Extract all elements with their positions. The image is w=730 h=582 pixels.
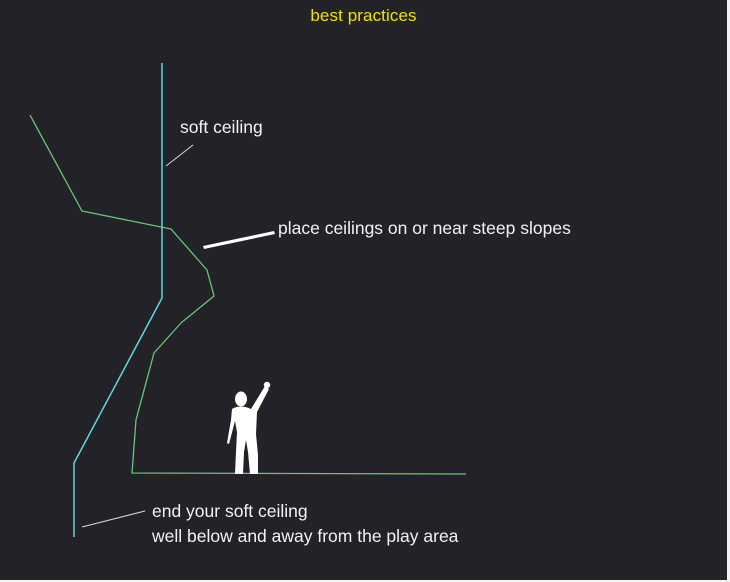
end-ceiling-leader <box>81 510 146 528</box>
player-figure <box>227 381 271 474</box>
right-border <box>727 0 730 582</box>
terrain-slope-line <box>29 114 467 475</box>
end-ceiling-label-line2: well below and away from the play area <box>152 526 459 546</box>
diagram-title: best practices <box>310 6 417 25</box>
soft-ceiling-leader <box>165 144 194 167</box>
steep-slopes-leader <box>203 231 275 249</box>
steep-slopes-label: place ceilings on or near steep slopes <box>278 218 571 238</box>
end-ceiling-label-line1: end your soft ceiling <box>152 501 308 521</box>
bottom-border <box>0 580 730 582</box>
soft-ceiling-label: soft ceiling <box>180 117 263 137</box>
soft-ceiling-line <box>73 63 163 537</box>
